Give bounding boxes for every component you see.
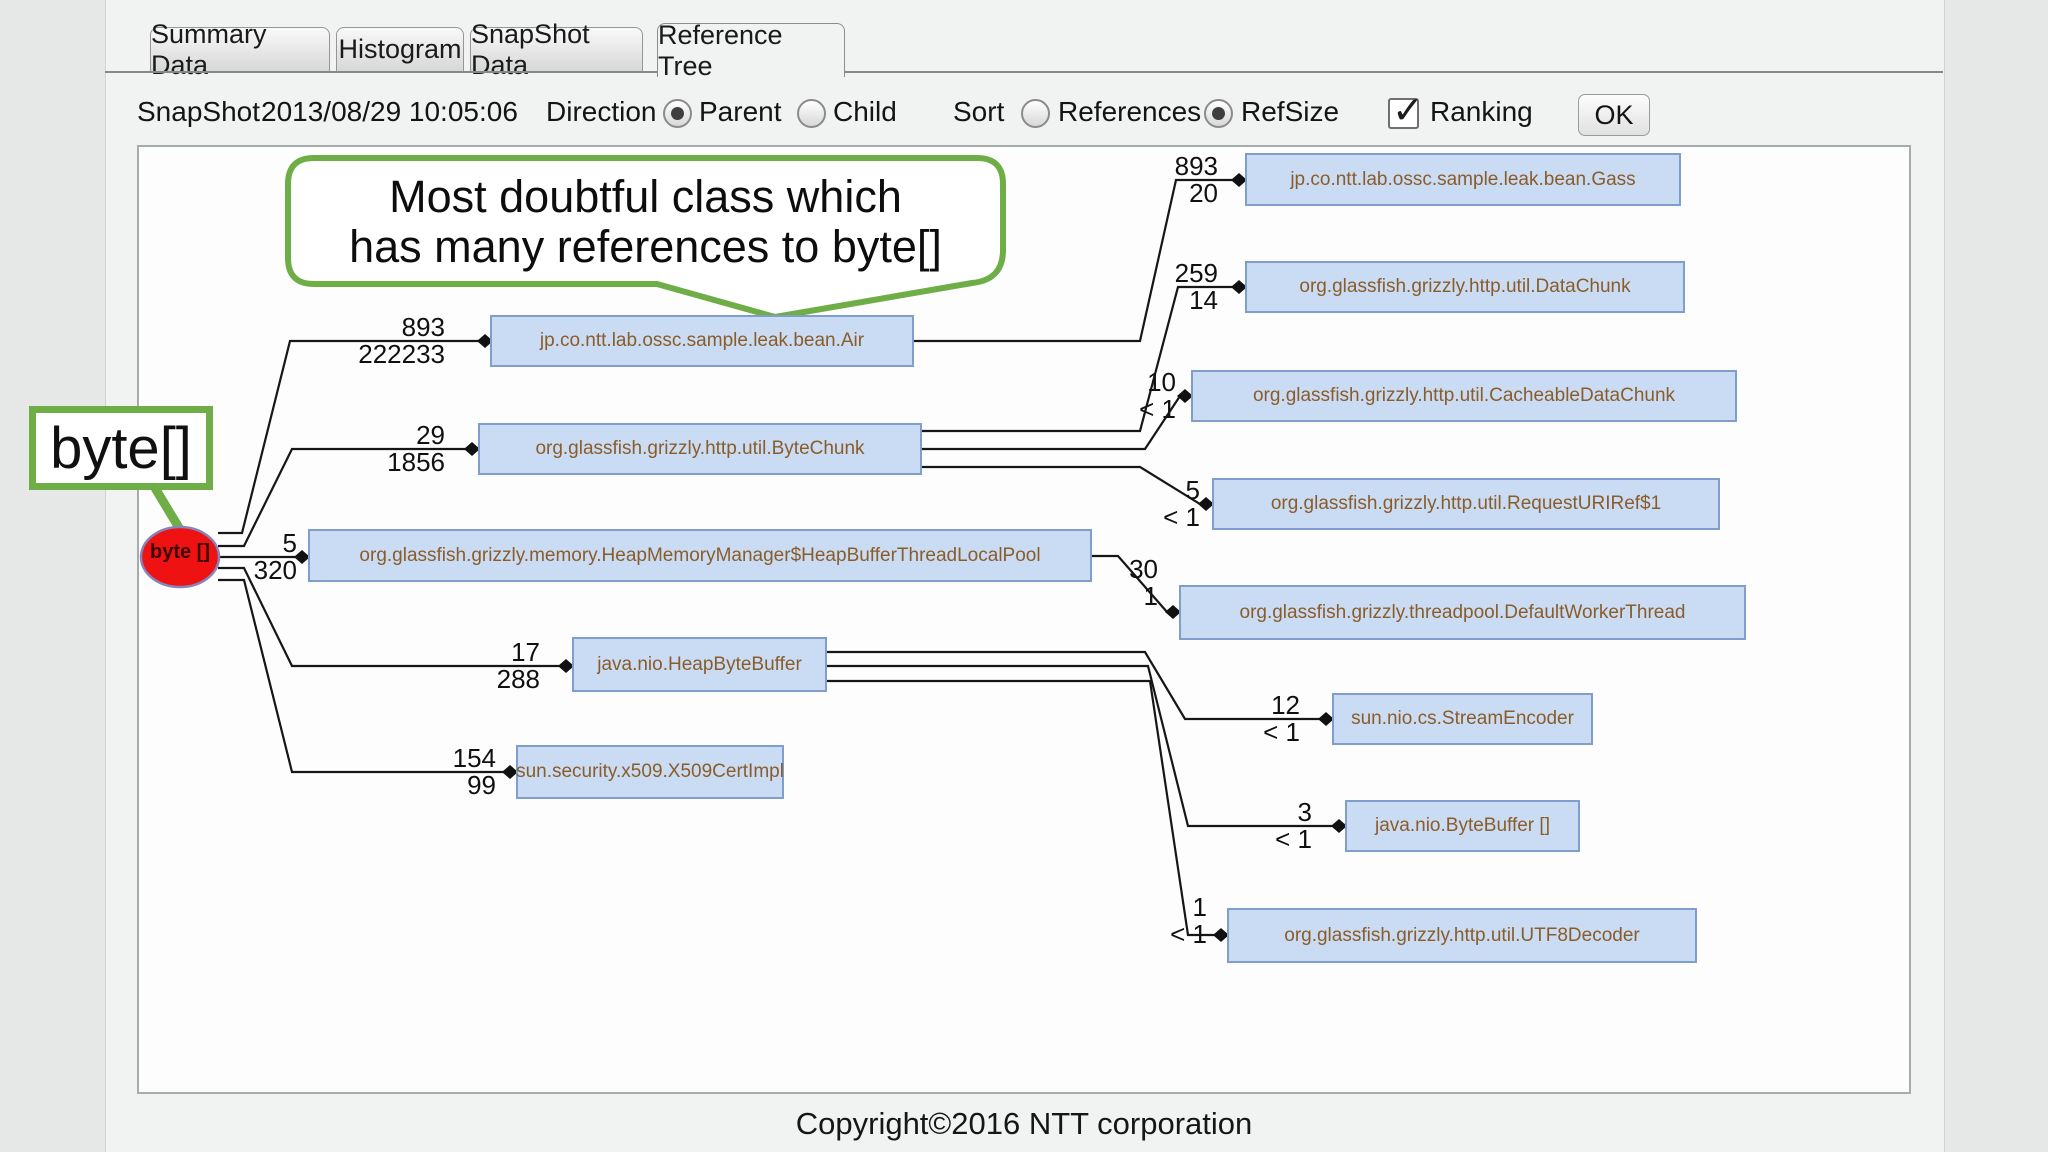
edge-label-x509: 154 99 [366,745,496,799]
edge-refs: 30 [1129,554,1158,584]
sort-label: Sort [953,96,1005,127]
ranking-label[interactable]: Ranking [1430,96,1533,127]
node-datachunk[interactable]: org.glassfish.grizzly.http.util.DataChun… [1245,261,1685,313]
direction-child-label[interactable]: Child [833,96,897,127]
edge-refs: 29 [416,420,445,450]
tab-snapshot-data[interactable]: SnapShot Data [470,19,643,80]
node-heapbytebuffer[interactable]: java.nio.HeapByteBuffer [572,637,827,692]
node-x509certimpl[interactable]: sun.security.x509.X509CertImpl [516,745,784,799]
edge-refs: 3 [1297,797,1312,827]
edge-label-requesturiref: 5 < 1 [1070,477,1200,531]
ok-button[interactable]: OK [1578,94,1650,136]
sort-refsize-radio[interactable] [1204,99,1233,128]
edge-label-bytebuffer-array: 3 < 1 [1182,799,1312,853]
sort-refsize-label[interactable]: RefSize [1241,96,1340,127]
snapshot-datetime: 2013/08/29 10:05:06 [261,96,518,127]
tabbar-divider [105,71,1943,73]
edge-size: 1856 [387,447,445,477]
edge-size: < 1 [1163,502,1200,532]
node-requesturiref[interactable]: org.glassfish.grizzly.http.util.RequestU… [1212,478,1720,530]
edge-refs: 154 [452,743,496,773]
edge-refs: 259 [1174,258,1218,288]
node-air[interactable]: jp.co.ntt.lab.ossc.sample.leak.bean.Air [490,315,914,367]
edge-size: 288 [496,664,540,694]
edge-refs: 17 [511,637,540,667]
edge-label-heapbytebuffer: 17 288 [410,639,540,693]
edge-label-datachunk: 259 14 [1088,260,1218,314]
edge-size: < 1 [1170,919,1207,949]
tab-summary-data[interactable]: Summary Data [150,19,330,80]
node-defaultworkerthread[interactable]: org.glassfish.grizzly.threadpool.Default… [1179,585,1746,640]
tab-reference-tree[interactable]: Reference Tree [657,20,845,81]
copyright-text: Copyright©2016 NTT corporation [795,1106,1253,1141]
direction-label: Direction [546,96,657,127]
node-bytebuffer-array[interactable]: java.nio.ByteBuffer [] [1345,800,1580,852]
node-cacheabledatachunk[interactable]: org.glassfish.grizzly.http.util.Cacheabl… [1191,370,1737,422]
byte-array-callout: byte[] [29,406,213,490]
edge-size: < 1 [1139,394,1176,424]
edge-size: < 1 [1263,717,1300,747]
edge-size: 1 [1143,581,1158,611]
edge-size: < 1 [1275,824,1312,854]
root-node-label[interactable]: byte [] [150,541,210,563]
edge-label-cacheable: 10 < 1 [1046,369,1176,423]
ranking-checkbox[interactable] [1388,88,1424,133]
edge-refs: 5 [1185,475,1200,505]
edge-refs: 893 [1174,151,1218,181]
edge-size: 222233 [358,339,445,369]
edge-label-utf8decoder: 1 < 1 [1077,894,1207,948]
edge-size: 99 [467,770,496,800]
edge-refs: 10 [1147,367,1176,397]
speech-bubble-text: Most doubtful class which has many refer… [288,164,1003,280]
sort-references-label[interactable]: References [1058,96,1202,127]
direction-child-radio[interactable] [797,99,826,128]
sort-references-radio[interactable] [1021,99,1050,128]
direction-parent-label[interactable]: Parent [699,96,782,127]
edge-label-streamencoder: 12 < 1 [1170,692,1300,746]
edge-label-defaultworker: 30 1 [1028,556,1158,610]
edge-size: 20 [1189,178,1218,208]
tab-histogram[interactable]: Histogram [336,27,464,71]
edge-label-air: 893 222233 [315,314,445,368]
edge-refs: 12 [1271,690,1300,720]
edge-refs: 893 [401,312,445,342]
edge-refs: 1 [1192,892,1207,922]
node-bytechunk[interactable]: org.glassfish.grizzly.http.util.ByteChun… [478,423,922,475]
node-gass[interactable]: jp.co.ntt.lab.ossc.sample.leak.bean.Gass [1245,153,1681,206]
node-streamencoder[interactable]: sun.nio.cs.StreamEncoder [1332,693,1593,745]
edge-label-bytechunk: 29 1856 [315,422,445,476]
direction-parent-radio[interactable] [663,99,692,128]
edge-size: 14 [1189,285,1218,315]
speech-bubble-line1: Most doubtful class which [389,170,902,222]
snapshot-label: SnapShot [137,96,260,127]
node-utf8decoder[interactable]: org.glassfish.grizzly.http.util.UTF8Deco… [1227,908,1697,963]
edge-label-gass: 893 20 [1088,153,1218,207]
speech-bubble-line2: has many references to byte[] [349,221,942,272]
node-heapbufferthreadlocalpool[interactable]: org.glassfish.grizzly.memory.HeapMemoryM… [308,529,1092,582]
